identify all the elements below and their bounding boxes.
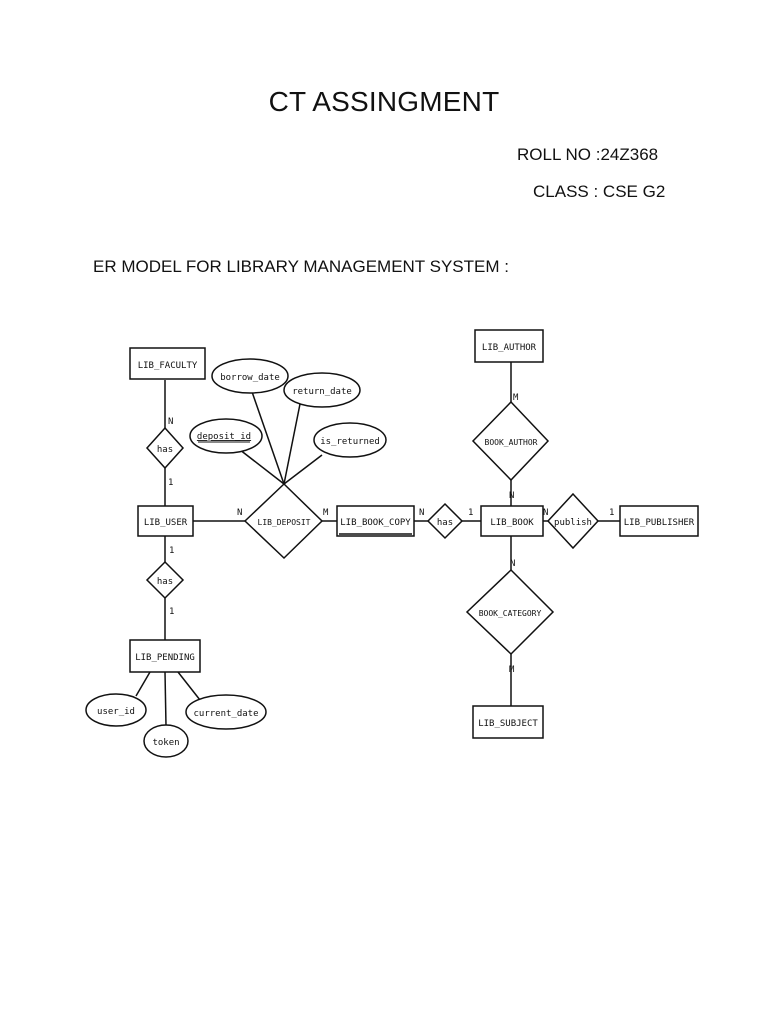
document-title: CT ASSINGMENT [268, 86, 500, 117]
cardinality-user-deposit: N [237, 508, 242, 518]
cardinality-book-publish: N [543, 508, 548, 518]
roll-number: ROLL NO :24Z368 [517, 145, 659, 164]
relationship-book-author: BOOK_AUTHOR [471, 400, 550, 482]
cardinality-rel-book: N [509, 491, 514, 501]
cardinality-publish-publisher: 1 [609, 508, 614, 518]
svg-text:user_id: user_id [97, 707, 135, 717]
svg-text:LIB_SUBJECT: LIB_SUBJECT [478, 719, 538, 729]
attribute-current-date: current_date [185, 694, 267, 730]
svg-text:current_date: current_date [193, 709, 258, 719]
cardinality-user-has: 1 [169, 546, 174, 556]
svg-text:LIB_AUTHOR: LIB_AUTHOR [482, 343, 537, 353]
svg-text:return_date: return_date [292, 387, 352, 397]
svg-text:borrow_date: borrow_date [220, 373, 280, 383]
svg-text:LIB_PENDING: LIB_PENDING [135, 653, 195, 663]
class-label: CLASS : CSE G2 [533, 182, 666, 201]
entity-lib-user: LIB_USER [137, 505, 194, 537]
entity-lib-publisher: LIB_PUBLISHER [619, 505, 699, 537]
section-heading: ER MODEL FOR LIBRARY MANAGEMENT SYSTEM : [93, 257, 509, 276]
cardinality-copy-has: N [419, 508, 424, 518]
entity-lib-faculty: LIB_FACULTY [129, 347, 206, 380]
attribute-deposit-id: deposit_id [189, 418, 263, 454]
svg-text:LIB_BOOK_COPY: LIB_BOOK_COPY [340, 518, 411, 528]
cardinality-labels: N 1 N M N 1 1 1 M N N 1 N M [168, 393, 614, 675]
cardinality-deposit-copy: M [323, 508, 329, 518]
relationship-has-pending: has [145, 560, 185, 600]
relationship-book-category: BOOK_CATEGORY [465, 568, 555, 656]
cardinality-has-user: 1 [168, 478, 173, 488]
svg-text:deposit_id: deposit_id [197, 432, 251, 442]
entity-lib-book-copy: LIB_BOOK_COPY [336, 505, 415, 537]
svg-text:has: has [157, 445, 173, 455]
svg-text:token: token [152, 738, 179, 748]
entity-lib-subject: LIB_SUBJECT [472, 705, 544, 739]
attribute-user-id: user_id [85, 693, 147, 727]
svg-text:publish: publish [554, 518, 592, 528]
svg-text:LIB_FACULTY: LIB_FACULTY [138, 361, 198, 371]
attribute-is-returned: is_returned [313, 422, 387, 458]
svg-text:BOOK_AUTHOR: BOOK_AUTHOR [485, 438, 538, 447]
entity-lib-book: LIB_BOOK [480, 505, 544, 537]
svg-text:has: has [437, 518, 453, 528]
cardinality-faculty-has: N [168, 417, 173, 427]
attribute-token: token [143, 724, 189, 758]
entity-lib-author: LIB_AUTHOR [474, 329, 544, 363]
svg-text:LIB_PUBLISHER: LIB_PUBLISHER [624, 518, 695, 528]
svg-text:is_returned: is_returned [320, 437, 380, 447]
svg-text:has: has [157, 577, 173, 587]
attribute-borrow-date: borrow_date [211, 358, 289, 394]
connector-lines [135, 362, 620, 727]
cardinality-category-subject: M [509, 665, 515, 675]
relationship-publish: publish [546, 492, 600, 550]
relationship-has-faculty: has [145, 426, 185, 470]
entity-lib-pending: LIB_PENDING [129, 639, 201, 673]
svg-text:LIB_BOOK: LIB_BOOK [490, 518, 534, 528]
cardinality-author-rel: M [513, 393, 519, 403]
cardinality-has-book: 1 [468, 508, 473, 518]
cardinality-book-category: N [510, 559, 515, 569]
cardinality-has-pending: 1 [169, 607, 174, 617]
relationship-lib-deposit: LIB_DEPOSIT [243, 482, 324, 560]
attribute-return-date: return_date [283, 372, 361, 408]
svg-text:LIB_USER: LIB_USER [144, 518, 188, 528]
relationship-has-copy: has [426, 502, 464, 540]
svg-text:LIB_DEPOSIT: LIB_DEPOSIT [258, 518, 311, 527]
svg-text:BOOK_CATEGORY: BOOK_CATEGORY [479, 609, 542, 618]
